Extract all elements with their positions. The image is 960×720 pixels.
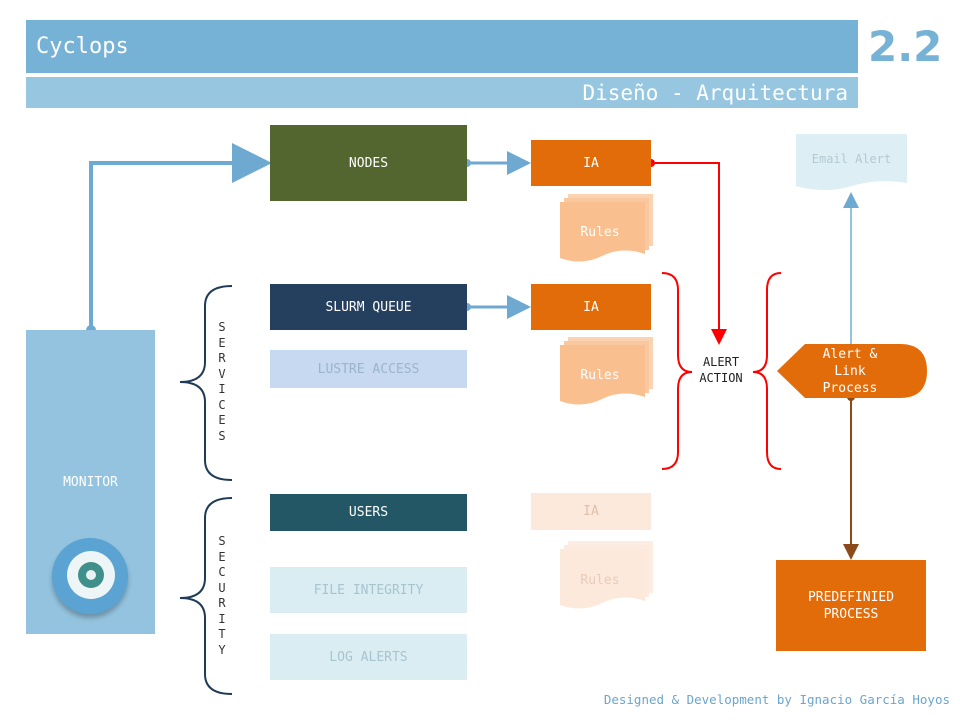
subtitle-bar: Diseño - Arquitectura [26, 77, 858, 108]
email-alert-label: Email Alert [811, 152, 892, 166]
ia-box-nodes: IA [531, 140, 651, 186]
ia-box-slurm: IA [531, 284, 651, 330]
title-bar: Cyclops [26, 20, 858, 73]
monitor-label: MONITOR [63, 474, 118, 490]
rules-label-2: Rules [580, 367, 620, 383]
alert-link-label: Alert & Link Process [822, 346, 878, 396]
rules-label-3: Rules [580, 572, 620, 588]
alert-action-label: ALERT ACTION [699, 355, 743, 385]
ia-box-users: IA [531, 493, 651, 530]
rules-doc-1 [560, 194, 653, 262]
rules-doc-3 [560, 541, 653, 609]
alert-right-brace [752, 272, 782, 470]
predefined-process-box: PREDEFINIED PROCESS [776, 560, 926, 651]
ia-to-alert-arrow [651, 162, 727, 345]
lustre-access-box: LUSTRE ACCESS [270, 350, 467, 388]
rules-label-1: Rules [580, 224, 620, 240]
footer-credit: Designed & Development by Ignacio García… [603, 692, 950, 707]
subtitle: Diseño - Arquitectura [582, 80, 848, 105]
version-number: 2.2 [868, 22, 943, 71]
alert-link-shape [777, 344, 927, 398]
app-title: Cyclops [36, 34, 129, 59]
email-alert-doc [796, 134, 907, 190]
monitor-to-nodes-arrow [89, 143, 272, 330]
alert-left-brace [661, 272, 693, 470]
services-brace [179, 285, 233, 481]
security-brace [179, 497, 233, 695]
rules-doc-2 [560, 337, 653, 405]
users-box: USERS [270, 494, 467, 531]
log-alerts-box: LOG ALERTS [270, 634, 467, 680]
file-integrity-box: FILE INTEGRITY [270, 567, 467, 613]
slurm-queue-box: SLURM QUEUE [270, 284, 467, 330]
nodes-box: NODES [270, 125, 467, 201]
